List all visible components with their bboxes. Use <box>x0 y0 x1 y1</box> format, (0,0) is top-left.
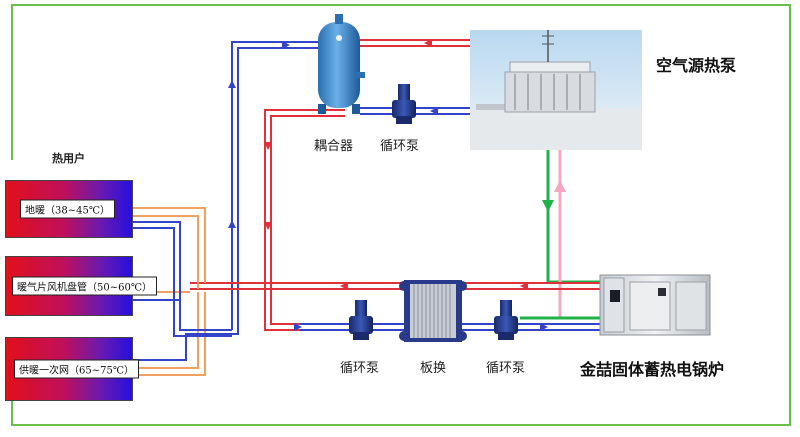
flow-arrows <box>228 39 566 331</box>
thermal-storage-boiler <box>599 274 711 336</box>
arrow-down-hot-2 <box>264 222 272 230</box>
heat-users-title: 热用户 <box>52 152 85 165</box>
pipe-air-source-hot <box>360 39 470 47</box>
air-source-heat-pump-label: 空气源热泵 <box>656 56 737 75</box>
arrow-right-bottom <box>294 323 302 331</box>
plate-heat-exchanger <box>399 280 467 342</box>
arrow-left-cold-mid <box>430 107 438 115</box>
arrow-left-main-2 <box>520 282 528 290</box>
heat-user-floor-heating: 地暖（38~45℃） <box>5 180 133 238</box>
boiler-label: 金喆固体蓄热电锅炉 <box>580 360 725 379</box>
coupler-tank <box>318 14 365 114</box>
heat-user-radiator-fan-coil: 暖气片风机盘管（50~60℃） <box>5 256 158 316</box>
pipe-main-hot <box>190 282 600 290</box>
arrow-right-cold-top <box>282 41 290 49</box>
pump-left <box>349 300 373 340</box>
arrow-left-hot-top <box>424 39 432 47</box>
pump-top-label: 循环泵 <box>380 139 420 154</box>
pump-right <box>494 300 518 340</box>
arrow-down-hot <box>264 142 272 150</box>
pipe-users-return <box>130 221 239 361</box>
heat-user-primary-network-label: 供暖一次网（65~75℃） <box>14 359 140 379</box>
air-source-heat-pump-image <box>470 30 642 150</box>
coupler-label: 耦合器 <box>314 139 354 154</box>
pipe-coupler-hot-loop <box>264 109 345 331</box>
arrow-up-left <box>228 80 236 88</box>
pipe-green-down <box>546 150 600 284</box>
arrow-down-green <box>542 200 554 212</box>
arrow-up-left-2 <box>228 220 236 228</box>
heat-user-floor-heating-label: 地暖（38~45℃） <box>20 199 116 219</box>
pipe-users-supply <box>130 207 206 376</box>
pump-left-label: 循环泵 <box>340 361 380 376</box>
arrow-up-pink <box>554 180 566 192</box>
arrow-right-bottom-2 <box>540 323 548 331</box>
arrow-left-main <box>340 282 348 290</box>
pump-right-label: 循环泵 <box>486 361 526 376</box>
pipe-coupler-cold-loop <box>231 41 320 330</box>
plate-exchanger-label: 板换 <box>420 361 447 376</box>
pump-top <box>392 84 416 124</box>
outer-frame <box>11 4 791 426</box>
heat-user-primary-network: 供暖一次网（65~75℃） <box>5 337 140 401</box>
heat-user-radiator-fan-coil-label: 暖气片风机盘管（50~60℃） <box>12 276 158 296</box>
